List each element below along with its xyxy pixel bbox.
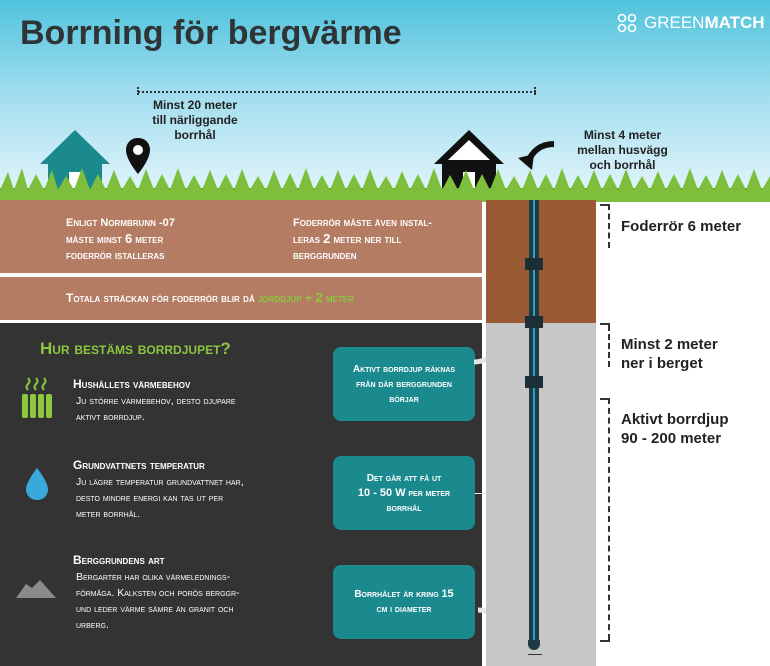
callout-diameter: Borrhålet är kring 15 cm i diameter (333, 565, 475, 639)
callout-active-depth: Aktivt borrdjup räknas från där berggrun… (333, 347, 475, 421)
callout-diameter-line1: Borrhålet är kring 15 (354, 588, 454, 600)
label-active-depth: Aktivt borrdjup 90 - 200 meter (621, 411, 729, 447)
bracket-tick (600, 398, 610, 400)
factor-3-title: Berggrundens art (73, 553, 165, 567)
location-pin-icon (126, 138, 150, 174)
soil-note-left: Enligt Normbrunn -07 måste minst 6 meter… (66, 215, 266, 264)
soil-note-left-line2: måste minst 6 meter (66, 231, 164, 246)
bracket-tick (600, 640, 610, 642)
logo-bold: MATCH (704, 13, 765, 32)
total-length-box (0, 277, 482, 320)
soil-note-right: Foderrör måste även instal- leras 2 mete… (293, 215, 473, 264)
dimension-tick-right (534, 87, 536, 95)
borehole-tip (528, 640, 540, 650)
factor-2-title: Grundvattnets temperatur (73, 458, 205, 472)
greenmatch-logo: GREENMATCH (616, 12, 765, 34)
bracket-tick (600, 204, 610, 206)
bracket-rock (608, 325, 610, 367)
grass-strip (0, 168, 770, 202)
factor-1-title: Hushållets värmebehov (73, 377, 191, 391)
note-distance-boreholes: Minst 20 meter till närliggande borrhål (152, 98, 238, 142)
callout-watts: Det går att få ut 10 - 50 W per meter bo… (333, 456, 475, 530)
callout-watts-pre: Det går att få ut (366, 472, 442, 484)
note-distance-house: Minst 4 meter mellan husvägg och borrhål (577, 128, 668, 172)
factor-2-text: Ju lägre temperatur grundvattnet har, de… (76, 476, 244, 520)
bracket-active (608, 398, 610, 640)
dimension-tick-left (137, 87, 139, 95)
callout-watts-mid: 10 - 50 W per meter (357, 486, 451, 499)
soil-note-left-line3: foderrör istalleras (66, 250, 165, 262)
total-length-text: Totala sträckan för foderrör blir då jor… (66, 290, 354, 305)
factor-1-text: Ju större värmebehov, desto djupare akti… (76, 395, 236, 423)
pipe-coupling (525, 258, 543, 270)
section-title: Hur bestäms borrdjupet? (40, 339, 231, 358)
borehole-collector-line (533, 200, 535, 646)
callout-active-depth-text: Aktivt borrdjup räknas från där berggrun… (352, 363, 456, 405)
curved-arrow-icon (518, 141, 555, 170)
radiator-icon (22, 377, 52, 418)
callout-watts-post: borrhål (386, 502, 422, 514)
pipe-coupling (525, 376, 543, 388)
soil-note-right-line2: leras 2 meter ner till (293, 231, 402, 246)
soil-note-right-line1: Foderrör måste även instal- (293, 217, 432, 229)
soil-note-right-line3: berggrunden (293, 250, 357, 262)
bracket-casing (608, 204, 610, 248)
logo-prefix: GREEN (644, 13, 705, 32)
label-casing: Foderrör 6 meter (621, 218, 742, 235)
rock-layer (486, 323, 596, 666)
sky-background (0, 0, 770, 200)
soil-note-left-line1: Enligt Normbrunn -07 (66, 217, 175, 229)
logo-icon (617, 13, 637, 33)
pipe-coupling (525, 316, 543, 328)
label-rock: Minst 2 meter ner i berget (621, 336, 718, 372)
rock-icon (16, 580, 56, 598)
soil-info-box (0, 200, 482, 273)
diameter-marker (528, 654, 542, 655)
page-title: Borrning för bergvärme (20, 14, 402, 52)
factor-3-text: Bergarter har olika värmelednings- förmå… (76, 571, 240, 631)
water-drop-icon (26, 468, 48, 500)
distance-dimension-line (138, 91, 536, 93)
bracket-tick (600, 323, 610, 325)
callout-diameter-line2: cm i diameter (376, 604, 432, 615)
